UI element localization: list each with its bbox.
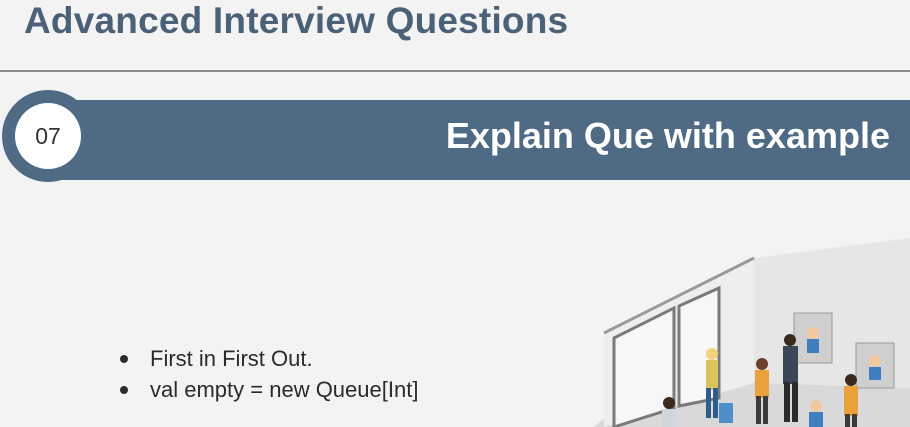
title-divider (0, 70, 910, 72)
bullet-item: First in First Out. (120, 343, 418, 374)
question-heading: Explain Que with example (445, 115, 890, 156)
bullet-dot-icon (120, 355, 128, 363)
bullet-list: First in First Out. val empty = new Queu… (120, 343, 418, 405)
question-number-badge: 07 (35, 123, 61, 149)
queue-at-counter-illustration (594, 238, 910, 427)
question-banner (2, 90, 910, 182)
bullet-item: val empty = new Queue[Int] (120, 374, 418, 405)
slide-title: Advanced Interview Questions (24, 0, 569, 41)
bullet-dot-icon (120, 386, 128, 394)
